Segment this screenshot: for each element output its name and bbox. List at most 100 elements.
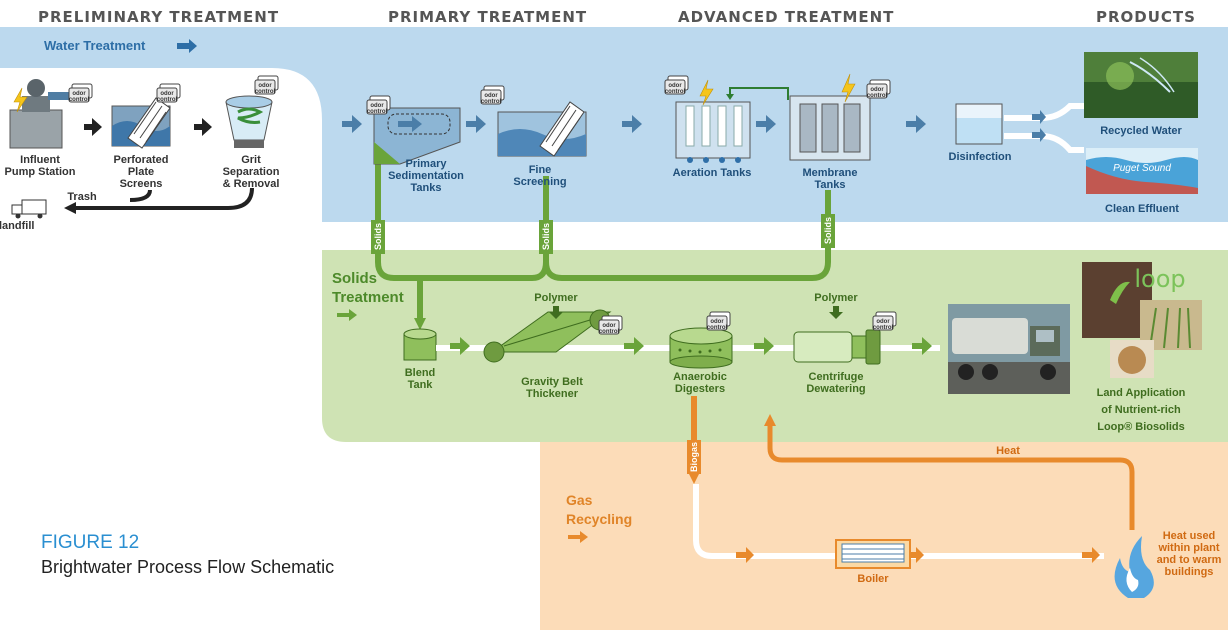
pump-label-2: Pump Station [5, 166, 76, 178]
svg-text:control: control [665, 89, 686, 95]
heat-use-label-4: buildings [1165, 566, 1214, 578]
cent-label-2: Dewatering [806, 383, 865, 395]
svg-text:control: control [599, 329, 620, 335]
polymer-arrow [829, 306, 843, 319]
pump-label-1: Influent [20, 154, 60, 166]
loop-biosolids-photos [1082, 262, 1202, 378]
header-products: PRODUCTS [1096, 8, 1196, 26]
screens-label-2: Plate [128, 166, 154, 178]
flow-arrow [906, 547, 924, 563]
solids-label: Solids [373, 223, 383, 250]
solids-band-label-2: Treatment [332, 289, 404, 306]
recycled-water-label: Recycled Water [1100, 125, 1182, 137]
solids-label: Solids [541, 223, 551, 250]
heat-pipe [767, 424, 1135, 530]
power-bolt-icon [13, 87, 28, 113]
svg-text:odor: odor [370, 103, 384, 109]
gbt-label-1: Gravity Belt [521, 376, 583, 388]
solids-band-arrow [337, 309, 357, 321]
svg-text:control: control [157, 97, 178, 103]
trash-line [129, 189, 152, 202]
anaerobic-digester [669, 327, 733, 369]
influent-pump-station [9, 79, 72, 149]
water-band-arrow [177, 39, 197, 53]
heat-use-label-3: and to warm [1157, 554, 1222, 566]
water-band [0, 27, 1228, 222]
landfill-label: to landfill [0, 220, 34, 232]
recirculation-line [729, 87, 789, 100]
power-bolt-icon [841, 73, 856, 103]
svg-text:control: control [481, 99, 502, 105]
truck-icon [11, 199, 47, 219]
centrifuge [793, 329, 881, 365]
primary-sedimentation-tank [373, 107, 461, 165]
svg-text:control: control [707, 325, 728, 331]
flow-arrow [1082, 547, 1100, 563]
grit-label-1: Grit [241, 154, 261, 166]
header-primary: PRIMARY TREATMENT [388, 8, 587, 26]
svg-text:odor: odor [876, 319, 890, 325]
heat-label: Heat [996, 445, 1020, 457]
membrane-tank [789, 73, 871, 161]
figure-number: FIGURE 12 [41, 532, 140, 553]
grit-separation-tank [225, 95, 273, 148]
water-band-label: Water Treatment [44, 38, 146, 53]
svg-text:control: control [69, 97, 90, 103]
fine-screening-tank [497, 101, 587, 157]
land-label-3: Loop® Biosolids [1097, 421, 1185, 433]
perforated-plate-screens [111, 97, 171, 149]
flow-arrow [466, 115, 486, 133]
boiler-label: Boiler [857, 573, 889, 585]
aeration-tank [675, 79, 751, 163]
flow-arrow [624, 337, 644, 355]
land-label-1: Land Application [1097, 387, 1186, 399]
header-advanced: ADVANCED TREATMENT [678, 8, 894, 26]
trash-line [74, 187, 254, 210]
aeration-label: Aeration Tanks [673, 167, 752, 179]
svg-text:odor: odor [870, 87, 884, 93]
flow-arrow [450, 337, 470, 355]
grit-label-3: & Removal [223, 178, 280, 190]
biogas-label: Biogas [689, 442, 699, 472]
svg-text:odor: odor [160, 91, 174, 97]
disinfection-label: Disinfection [949, 151, 1012, 163]
flow-arrow [736, 547, 754, 563]
flow-arrow [912, 337, 932, 355]
heat-use-label-1: Heat used [1163, 530, 1216, 542]
polymer-label: Polymer [814, 292, 858, 304]
fine-label-2: Screening [513, 176, 566, 188]
sed-label-3: Tanks [411, 182, 442, 194]
digest-label-1: Anaerobic [673, 371, 727, 383]
clean-effluent-label: Clean Effluent [1105, 203, 1179, 215]
polymer-arrow [549, 306, 563, 319]
grit-label-2: Separation [223, 166, 280, 178]
land-label-2: of Nutrient-rich [1101, 404, 1181, 416]
flow-arrow [342, 115, 362, 133]
fine-label-1: Fine [529, 164, 552, 176]
power-bolt-icon [699, 79, 714, 106]
puget-sound-graphic [1086, 148, 1198, 194]
flame-icon [1114, 536, 1154, 598]
membrane-label-1: Membrane [802, 167, 857, 179]
gas-band-label-2: Recycling [566, 511, 632, 527]
heat-use-label-2: within plant [1157, 542, 1219, 554]
svg-text:control: control [367, 109, 388, 115]
screens-label-1: Perforated [113, 154, 168, 166]
disinfection-tank [955, 103, 1003, 145]
figure-title: Brightwater Process Flow Schematic [41, 557, 335, 577]
sed-label-1: Primary [406, 158, 448, 170]
gas-band-label-1: Gas [566, 492, 593, 508]
flow-arrow [84, 118, 102, 136]
flow-arrow [906, 115, 926, 133]
svg-text:odor: odor [668, 83, 682, 89]
recycled-water-photo [1084, 52, 1198, 118]
polymer-label: Polymer [534, 292, 578, 304]
